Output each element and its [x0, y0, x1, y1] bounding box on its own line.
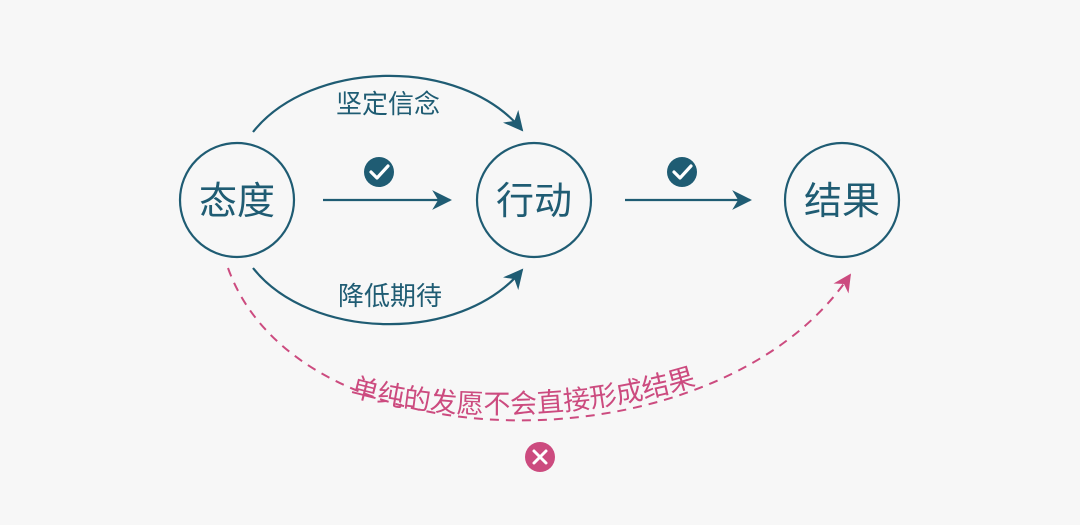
arc-lower-label: 降低期待: [338, 282, 442, 312]
cross-circle-icon: [525, 442, 555, 472]
arc-lower: [252, 267, 524, 326]
node-attitude: 态度: [178, 141, 296, 259]
check-circle-icon: [667, 157, 697, 187]
node-action: 行动: [475, 141, 593, 259]
node-result: 结果: [783, 141, 901, 259]
node-action-label: 行动: [496, 179, 572, 223]
arc-negative-label: 单纯的发愿不会直接形成结果: [348, 362, 699, 421]
node-result-label: 结果: [804, 179, 880, 223]
check-circle-icon: [364, 157, 394, 187]
arc-negative-label-text: 单纯的发愿不会直接形成结果: [348, 362, 699, 421]
node-attitude-label: 态度: [199, 179, 275, 223]
arc-upper-label: 坚定信念: [336, 90, 440, 120]
arc-upper: [252, 74, 524, 133]
